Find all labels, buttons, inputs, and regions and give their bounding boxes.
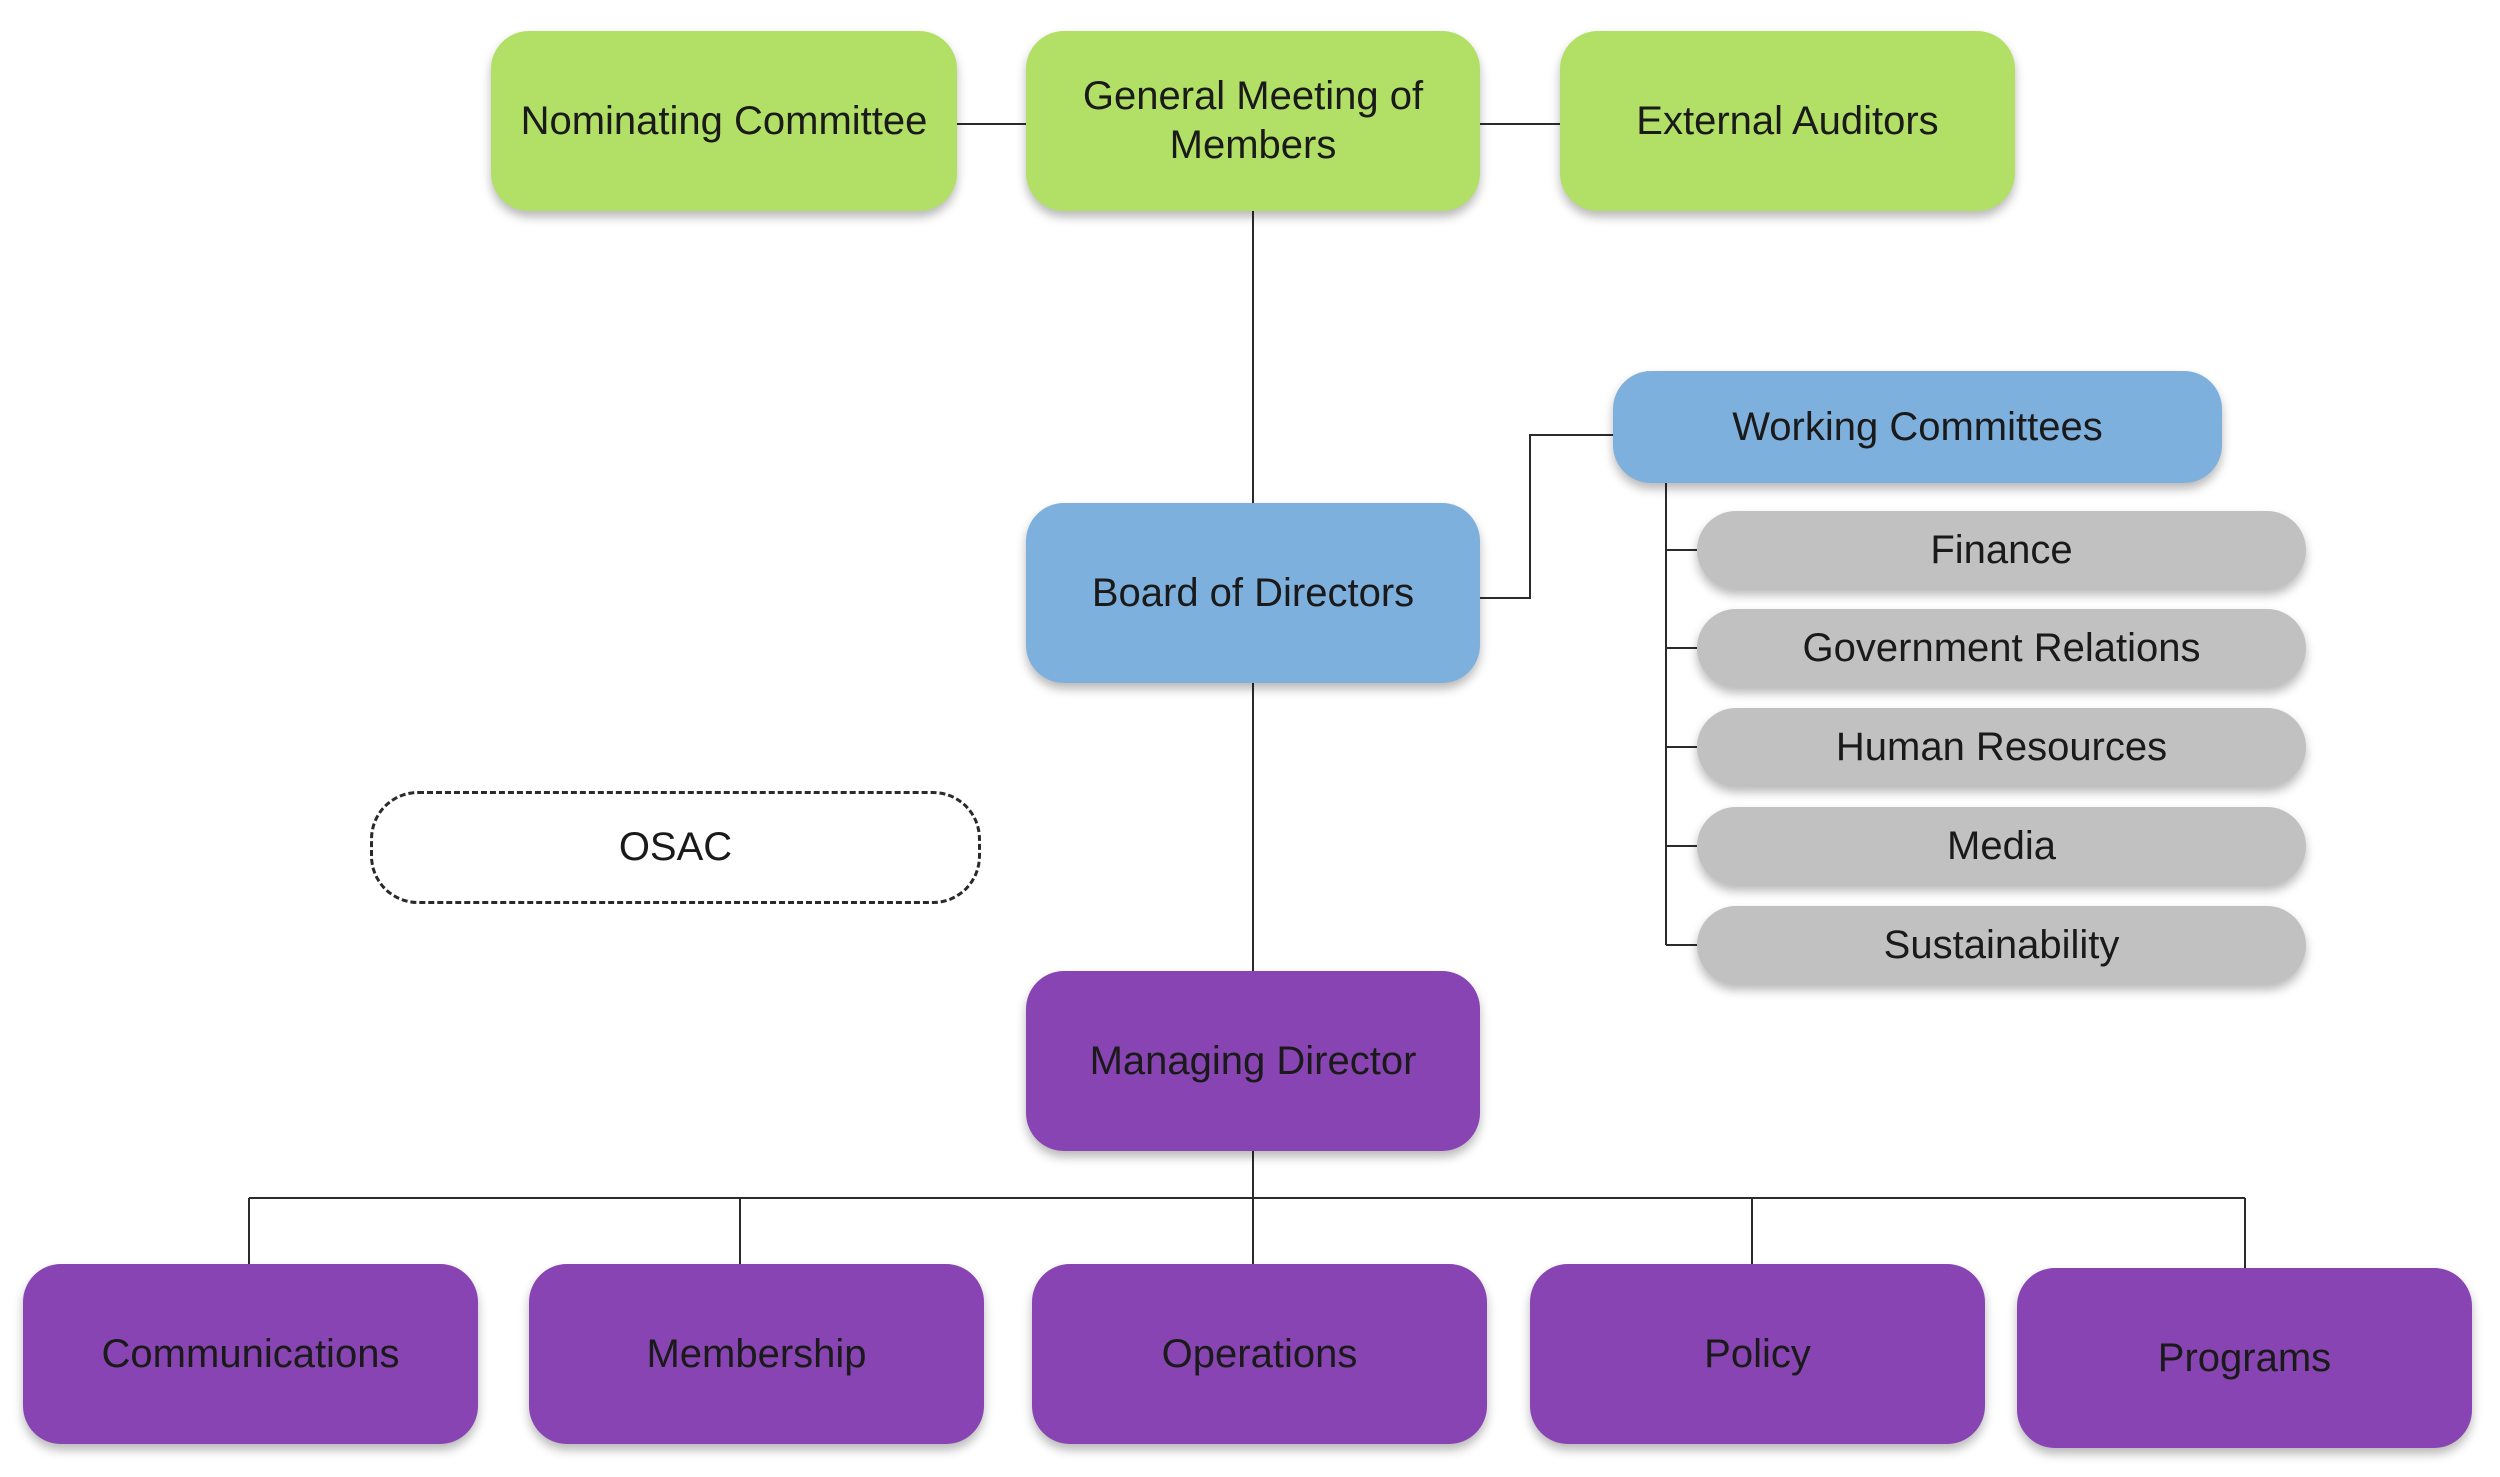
osac-box: OSAC <box>370 791 981 904</box>
general-meeting-label: General Meeting of Members <box>1082 74 1424 167</box>
department-communications-label: Communications <box>101 1331 400 1376</box>
department-programs-box: Programs <box>2017 1268 2472 1448</box>
board-of-directors-label: Board of Directors <box>1091 570 1415 615</box>
link-board-working <box>1480 434 1613 599</box>
committee-finance-box: Finance <box>1697 511 2306 589</box>
committee-sustainability-box: Sustainability <box>1697 906 2306 984</box>
general-meeting-box: General Meeting of Members <box>1026 31 1480 211</box>
committee-human-resources-box: Human Resources <box>1697 708 2306 786</box>
department-operations-label: Operations <box>1161 1331 1358 1376</box>
committee-sustainability-label: Sustainability <box>1883 922 2120 967</box>
committee-government-relations-box: Government Relations <box>1697 609 2306 687</box>
department-communications-box: Communications <box>23 1264 478 1444</box>
nominating-committee-label: Nominating Committee <box>520 98 928 143</box>
committee-media-box: Media <box>1697 807 2306 885</box>
department-membership-label: Membership <box>646 1331 867 1376</box>
committee-human-resources-label: Human Resources <box>1835 724 2168 769</box>
committee-media-label: Media <box>1947 823 2056 868</box>
department-operations-box: Operations <box>1032 1264 1487 1444</box>
department-policy-box: Policy <box>1530 1264 1985 1444</box>
external-auditors-label: External Auditors <box>1636 98 1939 143</box>
department-policy-label: Policy <box>1704 1331 1811 1376</box>
committee-finance-label: Finance <box>1930 527 2073 572</box>
osac-label: OSAC <box>618 825 733 870</box>
working-committees-label: Working Committees <box>1732 404 2103 449</box>
committee-government-relations-label: Government Relations <box>1802 625 2201 670</box>
managing-director-label: Managing Director <box>1089 1038 1417 1083</box>
working-committees-box: Working Committees <box>1613 371 2222 483</box>
external-auditors-box: External Auditors <box>1560 31 2015 211</box>
department-membership-box: Membership <box>529 1264 984 1444</box>
board-of-directors-box: Board of Directors <box>1026 503 1480 683</box>
department-programs-label: Programs <box>2157 1335 2332 1380</box>
nominating-committee-box: Nominating Committee <box>491 31 957 211</box>
managing-director-box: Managing Director <box>1026 971 1480 1151</box>
